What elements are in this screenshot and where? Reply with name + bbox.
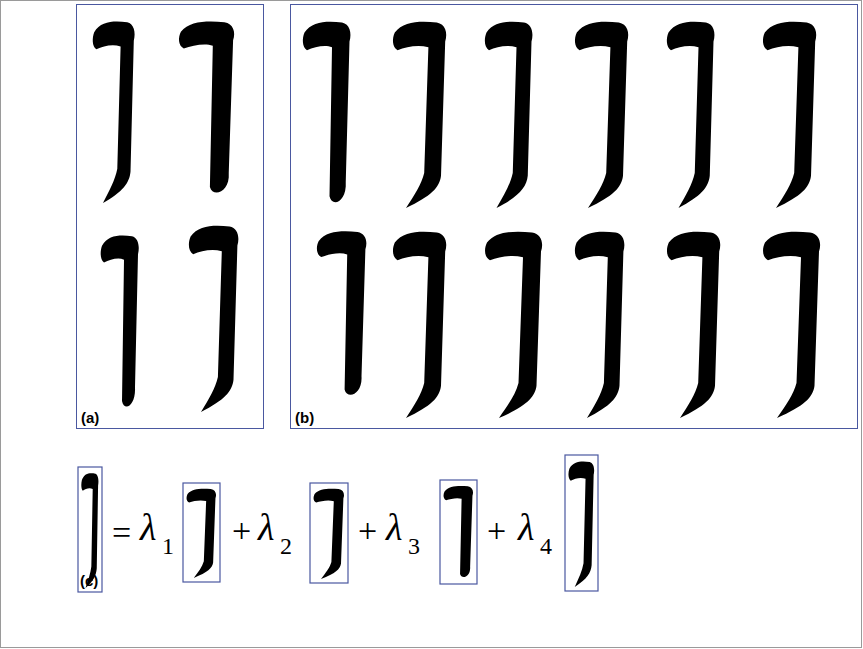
calligraphy-stroke — [575, 22, 628, 208]
calligraphy-stroke — [101, 236, 139, 407]
equals-sign: = — [112, 516, 131, 550]
calligraphy-stroke — [667, 22, 715, 208]
calligraphy-stroke — [93, 22, 135, 203]
calligraphy-stroke — [485, 22, 533, 208]
subscript-index: 3 — [408, 534, 420, 558]
stroke-frame — [183, 483, 220, 582]
coefficient-symbol: λ — [386, 508, 402, 546]
figure-panel: (b) — [290, 4, 858, 429]
subscript-index: 2 — [280, 534, 292, 558]
calligraphy-stroke — [317, 231, 366, 394]
calligraphy-stroke — [179, 22, 234, 193]
calligraphy-stroke — [189, 226, 238, 412]
calligraphy-stroke — [303, 22, 351, 203]
stroke-frame — [565, 455, 598, 591]
calligraphy-stroke — [187, 489, 216, 578]
calligraphy-stroke — [81, 473, 98, 588]
stroke-frame — [78, 467, 102, 592]
stroke-frame — [440, 480, 477, 584]
figure-panel: (a) — [76, 4, 264, 429]
calligraphy-stroke — [568, 462, 594, 587]
calligraphy-stroke — [763, 232, 820, 418]
plus-sign: + — [487, 514, 506, 548]
calligraphy-stroke — [393, 22, 446, 208]
plus-sign: + — [232, 514, 251, 548]
plus-sign: + — [358, 514, 377, 548]
subscript-index: 1 — [162, 534, 174, 558]
calligraphy-stroke — [763, 22, 816, 208]
coefficient-symbol: λ — [140, 508, 156, 546]
calligraphy-stroke — [314, 489, 344, 579]
panel-label: (a) — [81, 409, 99, 426]
subscript-index: 4 — [540, 534, 552, 558]
calligraphy-stroke — [444, 486, 473, 577]
coefficient-symbol: λ — [258, 508, 274, 546]
stroke-frame — [310, 483, 348, 583]
calligraphy-stroke — [393, 232, 446, 418]
panel-label: (c) — [80, 573, 98, 588]
coefficient-symbol: λ — [518, 508, 534, 546]
calligraphy-stroke — [667, 232, 720, 418]
calligraphy-stroke — [575, 232, 624, 418]
calligraphy-stroke — [485, 232, 542, 418]
panel-label: (b) — [295, 409, 314, 426]
